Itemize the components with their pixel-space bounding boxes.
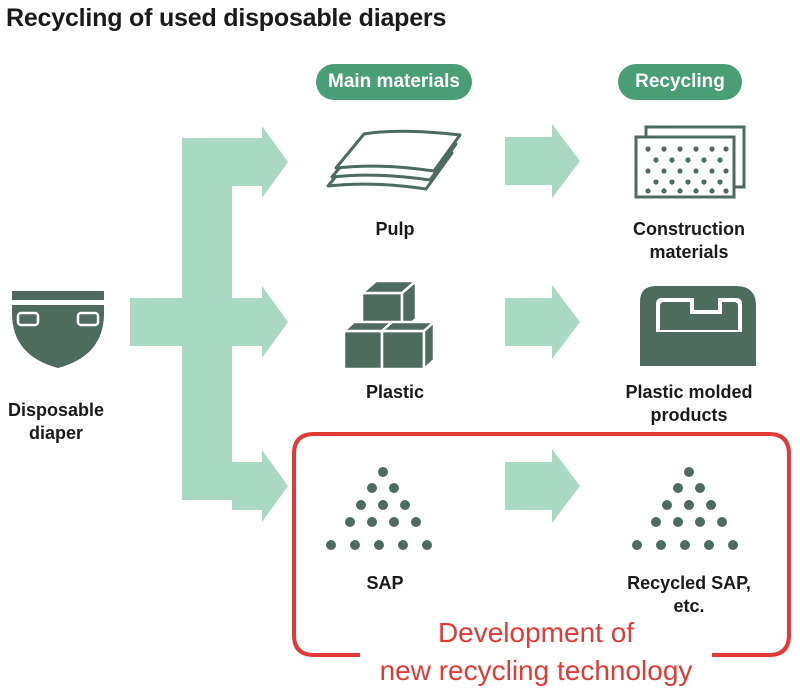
branch-arrows	[130, 126, 288, 522]
branch-arrow-sap	[232, 450, 288, 522]
highlight-caption-line1: Development of	[437, 617, 635, 648]
recycled-sap-icon	[632, 467, 738, 550]
sap-label: SAP	[366, 573, 404, 593]
pulp-label: Pulp	[375, 219, 415, 239]
recycled-sap-label: Recycled SAP, etc.	[608, 572, 770, 618]
construction-label-line2: materials	[649, 242, 729, 262]
construction-materials-label: Construction materials	[608, 218, 770, 264]
arrow-pulp-to-construction	[505, 124, 580, 198]
highlight-caption: Development of new recycling technology	[336, 614, 736, 690]
vertical-spine	[182, 138, 232, 500]
sap-granules-icon	[326, 467, 432, 550]
plastic-cubes-icon	[342, 279, 436, 371]
diaper-icon	[12, 291, 104, 368]
recycle-arrows	[505, 124, 580, 523]
recycling-header-label: Recycling	[635, 71, 725, 92]
plastic-molded-products-label: Plastic molded products	[608, 381, 770, 427]
molded-label-line2: products	[650, 405, 728, 425]
recycled-sap-label-line2: etc.	[673, 596, 705, 616]
construction-label-line1: Construction	[633, 219, 745, 239]
molded-container-icon	[640, 286, 756, 366]
pulp-sheets-icon	[326, 129, 462, 191]
recycling-header: Recycling	[618, 64, 742, 100]
plastic-label: Plastic	[365, 382, 425, 402]
trunk-arrow-stem	[130, 298, 182, 346]
arrow-plastic-to-molded	[505, 285, 580, 359]
branch-arrow-plastic	[232, 286, 288, 358]
branch-arrow-pulp	[232, 126, 288, 198]
arrow-sap-to-recycled	[505, 449, 580, 523]
main-materials-header: Main materials	[316, 64, 472, 100]
highlight-caption-line2: new recycling technology	[379, 655, 693, 686]
diaper-label-line2: diaper	[28, 423, 84, 443]
page-title: Recycling of used disposable diapers	[6, 4, 447, 32]
highlight-frame	[292, 432, 791, 657]
molded-label-line1: Plastic molded	[625, 382, 753, 402]
recycled-sap-label-line1: Recycled SAP,	[627, 573, 751, 593]
construction-boards-icon	[634, 125, 746, 199]
main-materials-header-label: Main materials	[328, 71, 460, 92]
diaper-label: Disposable diaper	[0, 399, 112, 445]
diaper-label-line1: Disposable	[7, 400, 105, 420]
